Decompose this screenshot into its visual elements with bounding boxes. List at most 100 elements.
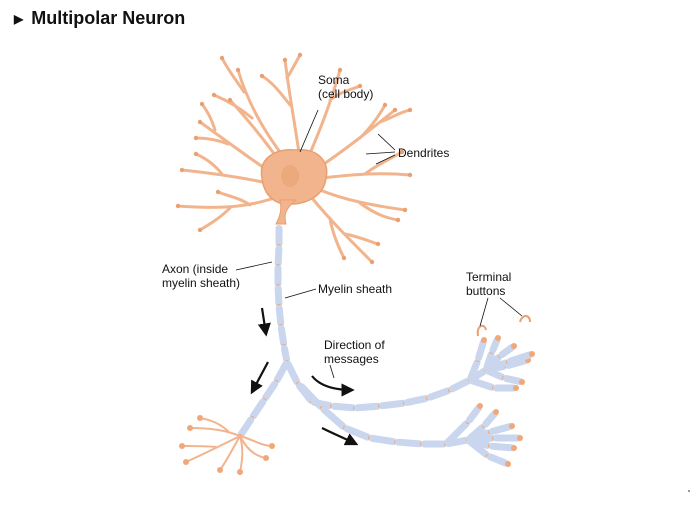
left-terminal-button-7 — [179, 443, 185, 449]
terminal-button-upper-1 — [495, 335, 501, 341]
axon-right-segment-1 — [284, 360, 301, 386]
left-terminal-branch-5 — [239, 435, 244, 473]
axon-right-segment-5 — [353, 402, 382, 412]
axon-lower-segment-1 — [298, 383, 324, 410]
axon-lower-segment-3 — [343, 425, 372, 441]
dendrite-branch-4 — [316, 103, 412, 170]
dendrite-tip-15 — [395, 217, 401, 223]
direction-arrow-down — [257, 307, 271, 337]
dendrite-tip-23 — [193, 151, 199, 157]
lower-terminal-4-segment-2 — [486, 453, 510, 467]
axon-segment-6 — [277, 324, 288, 348]
page-title: ▶ Multipolar Neuron — [14, 8, 185, 29]
axon-segment-7 — [280, 344, 291, 364]
axon-left-segment-4 — [237, 416, 255, 438]
direction-arrow-left — [250, 361, 269, 395]
left-terminal-button-3 — [217, 467, 223, 473]
dendrite-tip-16 — [369, 259, 375, 265]
dendrite-tip-3 — [219, 55, 225, 61]
terminal-button-lower-4 — [505, 461, 511, 467]
axon-hillock — [275, 199, 298, 225]
axon-right-segment-4 — [330, 402, 357, 412]
left-terminal-button-6 — [197, 415, 203, 421]
dendrite-tip-7 — [337, 67, 343, 73]
axon-segment-4 — [274, 284, 283, 308]
axon-leader-line — [235, 261, 273, 271]
terminal-leader-line-1 — [479, 297, 489, 327]
left-terminal-branch-1 — [189, 427, 241, 437]
terminal-button-upper-7 — [529, 351, 535, 357]
axon-segment-5 — [275, 304, 285, 328]
dendrite-tip-21 — [215, 189, 221, 195]
axon-segment-2 — [274, 244, 283, 268]
dendrite-branch-8 — [176, 190, 282, 232]
dendrite-tip-22 — [179, 167, 185, 173]
triangle-bullet-icon: ▶ — [14, 11, 24, 26]
dendrite-tip-27 — [227, 97, 233, 103]
upper-terminal-6-segment-1 — [468, 377, 496, 391]
axon-left-segment-3 — [249, 398, 267, 420]
left-terminal-button-4 — [263, 455, 269, 461]
dendrite-tip-24 — [197, 119, 203, 125]
direction-arrow-lower — [321, 427, 359, 446]
dendrite-tip-4 — [282, 57, 288, 63]
upper-terminal-7-segment-2 — [506, 351, 534, 365]
dendrite-tip-11 — [407, 107, 413, 113]
terminal-button-upper-6 — [513, 385, 519, 391]
dendrite-branch-7 — [310, 196, 380, 264]
lower-terminal-4-segment-1 — [466, 438, 490, 458]
left-terminal-button-1 — [187, 425, 193, 431]
axon-right-segment-7 — [403, 395, 430, 406]
terminal-button-lower-6 — [517, 435, 523, 441]
dendrite-branch-9 — [180, 152, 274, 186]
left-terminal-branch-2 — [185, 435, 241, 463]
stray-dot — [688, 490, 690, 492]
lower-terminal-3-segment-2 — [488, 442, 516, 452]
lower-terminal-5-segment-2 — [466, 404, 482, 424]
dendrite-tip-5 — [259, 73, 265, 79]
dendrite-tip-26 — [199, 101, 205, 107]
direction-leader-line — [329, 364, 335, 379]
upper-terminal-7-segment-1 — [484, 359, 510, 373]
terminal-button-lower-3 — [511, 445, 517, 451]
axon-lower-segment-2 — [320, 406, 347, 430]
myelin-leader-line — [284, 288, 317, 299]
dendrite-branch-6 — [318, 188, 407, 222]
terminal-button-lower-5 — [477, 403, 483, 409]
dendrite-tip-13 — [399, 149, 405, 155]
dendrite-leader-line-3 — [375, 154, 396, 165]
direction-arrow-right — [311, 375, 355, 397]
dendrite-tip-12 — [407, 172, 413, 178]
dendrite-tip-18 — [341, 255, 347, 261]
axon-right-segment-9 — [448, 377, 472, 393]
myelin-sheath-label: Myelin sheath — [318, 282, 393, 296]
lower-terminal-2-segment-2 — [488, 423, 514, 435]
dendrite-tip-9 — [392, 107, 398, 113]
terminal-button-upper-2 — [511, 343, 517, 349]
axon-right-segment-8 — [426, 387, 452, 401]
dendrites-label: Dendrites — [398, 146, 450, 160]
dendrite-leader-line-2 — [365, 151, 396, 155]
left-terminal-button-8 — [269, 443, 275, 449]
axon-lower-segment-5 — [394, 438, 424, 448]
dendrite-tip-20 — [197, 227, 203, 233]
dendrite-tip-17 — [375, 241, 381, 247]
dendrite-tip-2 — [211, 92, 217, 98]
upper-terminal-4-segment-2 — [502, 375, 524, 385]
terminal-hook-1 — [476, 324, 487, 337]
dendrite-tip-19 — [175, 203, 181, 209]
lower-terminal-1-segment-2 — [482, 410, 498, 428]
dendrite-tip-6 — [297, 52, 303, 58]
title-text: Multipolar Neuron — [31, 8, 186, 28]
axon-label: Axon (inside myelin sheath) — [162, 262, 241, 290]
terminal-hook-2 — [519, 315, 531, 323]
terminal-button-upper-5 — [481, 337, 487, 343]
dendrite-leader-line-1 — [377, 133, 396, 151]
direction-label: Direction of messages — [324, 338, 385, 366]
terminal-leader-line-2 — [499, 297, 523, 317]
dendrite-tip-10 — [382, 102, 388, 108]
upper-terminal-2-segment-2 — [498, 343, 516, 359]
dendrite-tip-1 — [235, 67, 241, 73]
